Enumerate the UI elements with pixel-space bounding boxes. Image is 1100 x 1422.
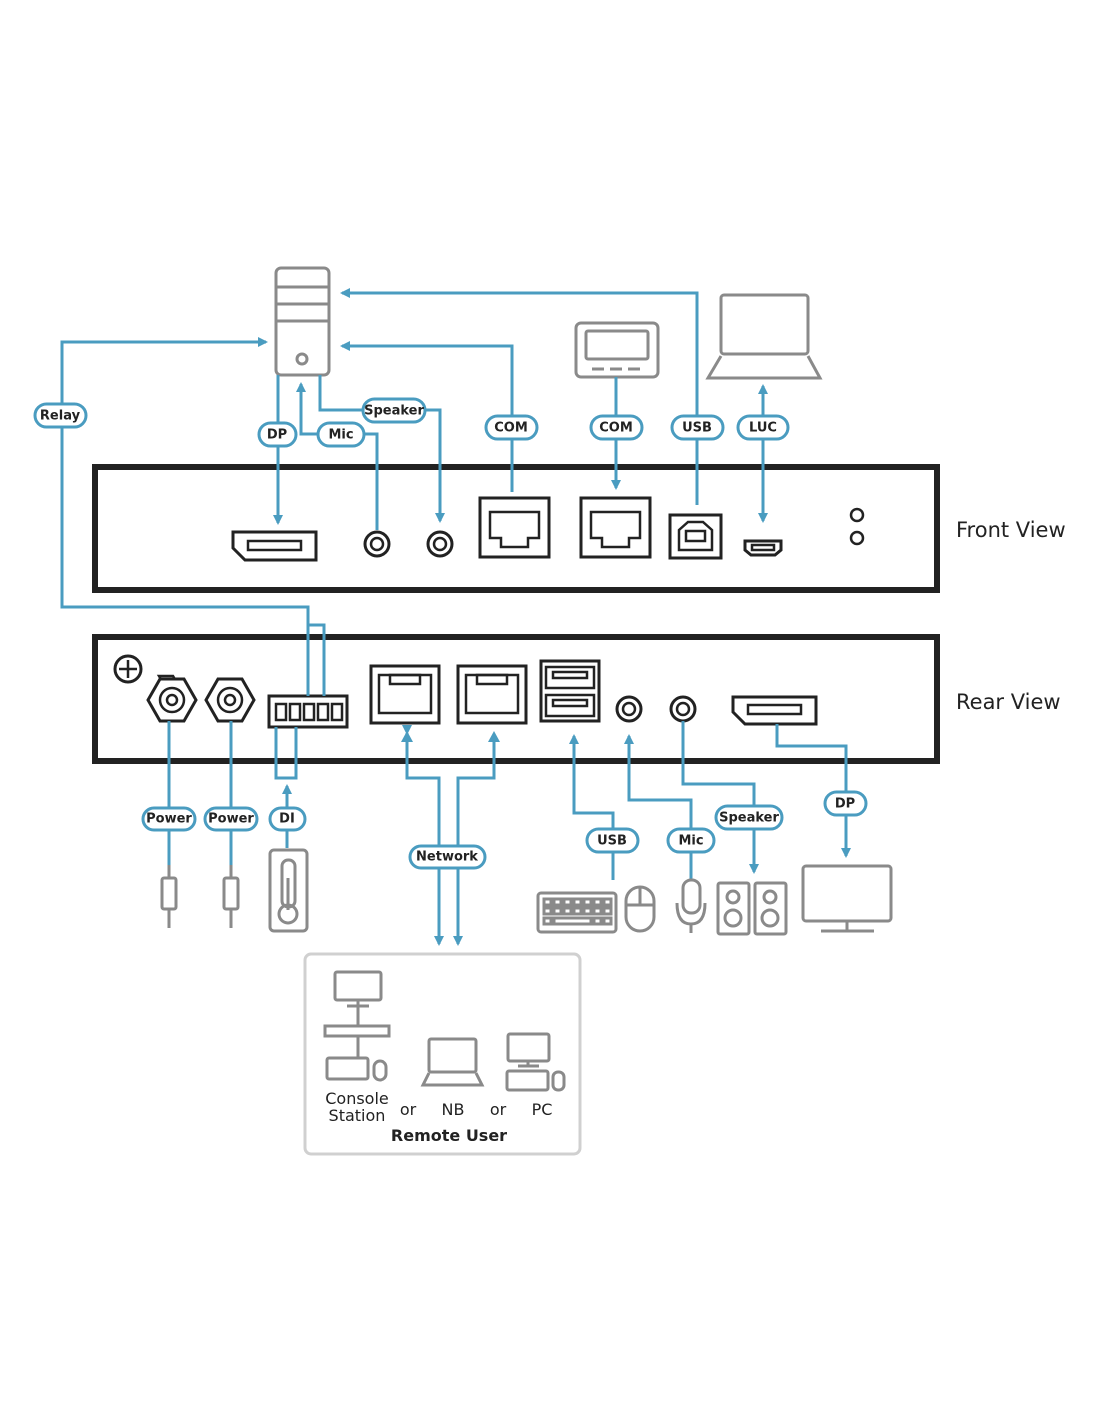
rear-mic-jack xyxy=(615,695,643,723)
svg-text:Speaker: Speaker xyxy=(364,404,424,419)
remote-user-title: Remote User xyxy=(391,1126,507,1145)
front-view-label: Front View xyxy=(956,518,1066,542)
svg-text:DP: DP xyxy=(267,428,287,443)
front-mic-jack xyxy=(363,530,391,558)
nb-label: NB xyxy=(442,1100,465,1119)
or-label-1: or xyxy=(400,1100,417,1119)
svg-text:Relay: Relay xyxy=(40,409,81,424)
svg-text:LUC: LUC xyxy=(749,421,777,436)
front-dp-port xyxy=(231,530,318,562)
network-label: Network xyxy=(408,844,487,870)
usb-rear-label: USB xyxy=(585,827,640,854)
console-station-icon xyxy=(323,970,391,1082)
dp-front-label: DP xyxy=(257,421,298,448)
speaker-rear-label: Speaker xyxy=(714,804,784,831)
svg-text:USB: USB xyxy=(682,421,712,436)
console-label-line1: Console xyxy=(325,1089,389,1108)
svg-text:DP: DP xyxy=(835,797,855,812)
power-plug-icon-2 xyxy=(222,865,240,928)
keyboard-icon xyxy=(536,891,618,934)
svg-text:Network: Network xyxy=(416,850,478,865)
usb-front-label: USB xyxy=(670,414,725,441)
mic-rear-label: Mic xyxy=(666,827,716,854)
front-usb-b-port xyxy=(668,513,723,560)
rear-lan-port-1 xyxy=(369,664,441,725)
pc-label: PC xyxy=(532,1100,553,1119)
relay-label: Relay xyxy=(33,402,88,429)
rear-dp-port xyxy=(731,695,818,726)
svg-text:USB: USB xyxy=(597,834,627,849)
front-com-port-2 xyxy=(579,496,652,559)
pc-tower-icon xyxy=(274,266,331,377)
svg-text:Mic: Mic xyxy=(328,428,353,443)
rear-usb-ports xyxy=(539,659,601,723)
monitor-icon xyxy=(801,864,893,933)
speakers-icon xyxy=(716,881,788,936)
svg-text:Speaker: Speaker xyxy=(719,811,779,826)
front-leds xyxy=(849,507,865,546)
front-luc-port xyxy=(743,539,783,557)
svg-text:Power: Power xyxy=(146,812,192,827)
or-label-2: or xyxy=(490,1100,507,1119)
rear-view-label: Rear View xyxy=(956,690,1061,714)
power-port-1 xyxy=(146,674,198,723)
ground-screw-icon xyxy=(113,654,143,684)
pc-icon xyxy=(505,1032,566,1092)
console-label-line2: Station xyxy=(329,1106,386,1125)
pos-terminal-icon xyxy=(574,321,660,379)
mic-front-label: Mic xyxy=(316,421,366,448)
com-2-label: COM xyxy=(589,414,644,441)
thermometer-icon xyxy=(268,848,309,933)
svg-text:COM: COM xyxy=(599,421,633,436)
front-speaker-jack xyxy=(426,530,454,558)
svg-text:COM: COM xyxy=(494,421,528,436)
di-label: DI xyxy=(268,806,307,832)
power-2-label: Power xyxy=(203,806,259,832)
laptop-icon xyxy=(705,293,823,380)
svg-text:DI: DI xyxy=(279,812,295,827)
power-plug-icon-1 xyxy=(160,865,178,928)
mouse-icon xyxy=(624,885,656,933)
rear-speaker-jack xyxy=(669,695,697,723)
luc-label: LUC xyxy=(736,414,790,441)
dp-rear-label: DP xyxy=(823,790,868,817)
svg-text:Mic: Mic xyxy=(678,834,703,849)
front-com-port-1 xyxy=(478,496,551,559)
svg-text:Power: Power xyxy=(208,812,254,827)
speaker-front-label: Speaker xyxy=(361,397,427,424)
notebook-icon xyxy=(420,1037,485,1087)
power-1-label: Power xyxy=(141,806,197,832)
power-port-2 xyxy=(204,677,256,723)
rear-lan-port-2 xyxy=(456,664,528,725)
terminal-block xyxy=(267,694,349,729)
microphone-icon xyxy=(675,878,707,933)
com-1-label: COM xyxy=(484,414,539,441)
